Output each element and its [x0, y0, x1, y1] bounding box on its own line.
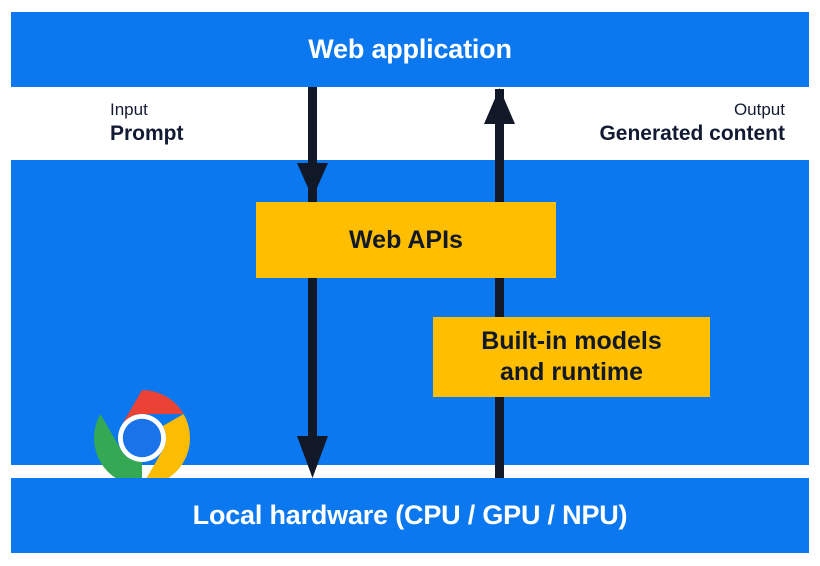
chrome-logo-icon — [93, 390, 190, 486]
output-flow-label: Output Generated content — [599, 100, 785, 146]
local-hardware-label: Local hardware (CPU / GPU / NPU) — [192, 500, 628, 530]
input-value-label: Prompt — [110, 121, 184, 145]
output-kind-label: Output — [733, 100, 785, 119]
input-kind-label: Input — [110, 100, 148, 119]
input-flow-label: Input Prompt — [110, 100, 184, 146]
local-hardware-band: Local hardware (CPU / GPU / NPU) — [11, 478, 809, 553]
web-application-label: Web application — [308, 34, 512, 64]
builtin-models-label-wrapper: Built-in models and runtime — [481, 326, 662, 389]
web-application-band: Web application — [11, 12, 809, 87]
builtin-models-label-line1: Built-in models — [481, 326, 662, 355]
output-value-label: Generated content — [599, 121, 785, 145]
builtin-models-box: Built-in models and runtime — [433, 317, 710, 397]
web-apis-label: Web APIs — [349, 225, 463, 254]
web-apis-box: Web APIs — [256, 202, 556, 278]
builtin-models-label-line2: and runtime — [499, 358, 644, 386]
